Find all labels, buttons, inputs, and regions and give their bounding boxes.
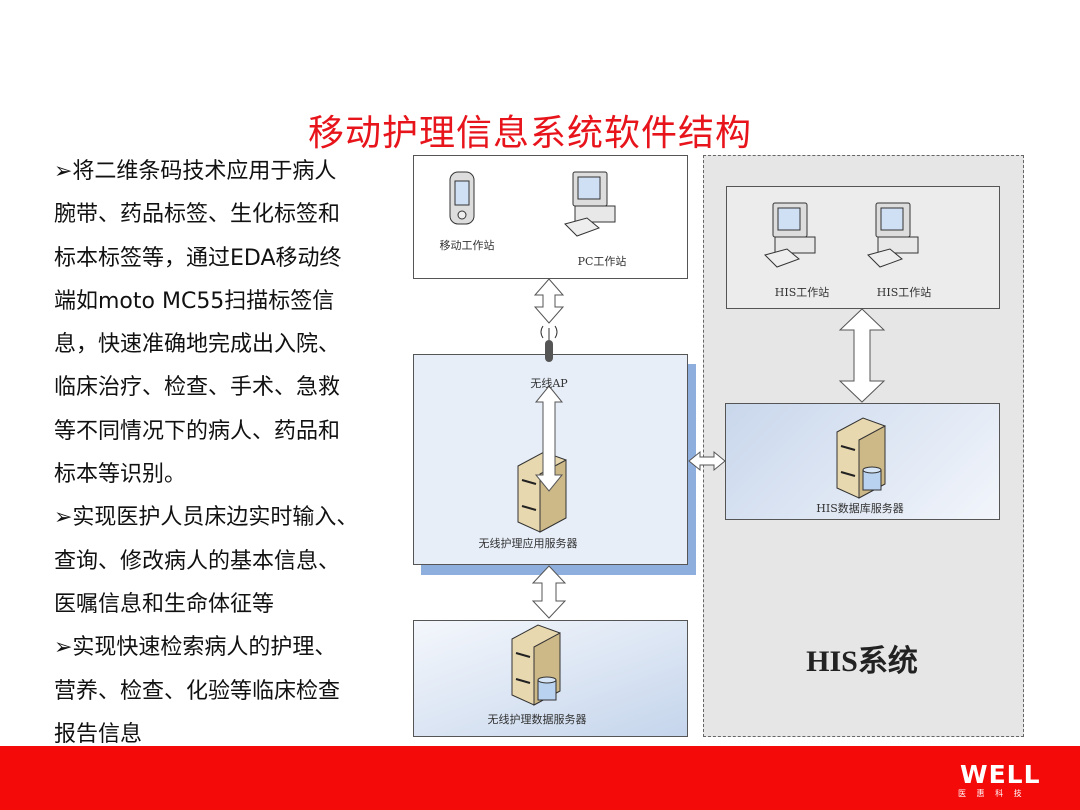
his-system-label: HIS系统 (806, 645, 918, 678)
bullet-line: 标本标签等，通过EDA移动终 (54, 245, 342, 271)
bullet-line: 营养、检查、化验等临床检查 (54, 678, 341, 704)
bullet-line: 息，快速准确地完成出入院、 (54, 332, 341, 358)
wireless-ap-label: 无线AP (530, 377, 568, 390)
arrow-workstations-ap (533, 278, 565, 324)
his-pc-icon-1 (764, 202, 816, 268)
his-pc-icon-2 (867, 202, 919, 268)
pc-workstation-label: PC工作站 (577, 255, 627, 268)
mobile-workstation-label: 移动工作站 (439, 239, 495, 252)
database-icon (537, 466, 882, 701)
his-workstation-label-2: HIS工作站 (876, 286, 932, 299)
bullet-search: ➢实现快速检索病人的护理、 营养、检查、化验等临床检查 报告信息 (54, 626, 404, 756)
arrow-app-his (688, 450, 726, 472)
bullet-line: 查询、修改病人的基本信息、 (54, 548, 341, 574)
bullet-list: ➢将二维条码技术应用于病人 腕带、药品标签、生化标签和 标本标签等，通过EDA移… (54, 150, 404, 756)
bullet-line: 医嘱信息和生命体征等 (54, 591, 275, 617)
his-workstations-box (726, 186, 1000, 309)
arrow-his-ws-db (838, 308, 886, 403)
bullet-line: ➢实现快速检索病人的护理、 (54, 635, 337, 661)
arrow-appserver-dataserver (531, 565, 567, 619)
footer-band: WELL 医 惠 科 技 (0, 746, 1080, 810)
pc-icon (564, 171, 616, 237)
bullet-line: 标本等识别。 (54, 462, 187, 488)
bullet-line: ➢实现医护人员床边实时输入、 (54, 505, 359, 531)
bullet-bedside: ➢实现医护人员床边实时输入、 查询、修改病人的基本信息、 医嘱信息和生命体征等 (54, 496, 404, 626)
his-workstation-label-1: HIS工作站 (774, 286, 830, 299)
bullet-barcode: ➢将二维条码技术应用于病人 腕带、药品标签、生化标签和 标本标签等，通过EDA移… (54, 150, 404, 496)
mobile-device-icon (449, 171, 475, 225)
app-server-icon (517, 451, 567, 533)
bullet-line: ➢将二维条码技术应用于病人 (54, 159, 337, 184)
slide-title: 移动护理信息系统软件结构 (307, 113, 752, 154)
bullet-line: 端如moto MC55扫描标签信 (54, 288, 335, 314)
wireless-ap-icon (540, 325, 558, 362)
bullet-line: 报告信息 (54, 721, 143, 747)
logo-text: WELL (960, 760, 1041, 789)
app-server-label: 无线护理应用服务器 (478, 537, 578, 550)
bullet-line: 等不同情况下的病人、药品和 (54, 418, 341, 444)
logo-subtext: 医 惠 科 技 (958, 789, 1026, 798)
bullet-line: 腕带、药品标签、生化标签和 (54, 202, 341, 228)
arrow-ap-appserver (534, 385, 564, 492)
his-db-server-label: HIS数据库服务器 (816, 502, 904, 515)
bullet-line: 临床治疗、检查、手术、急救 (54, 375, 341, 401)
data-server-label: 无线护理数据服务器 (487, 713, 587, 726)
